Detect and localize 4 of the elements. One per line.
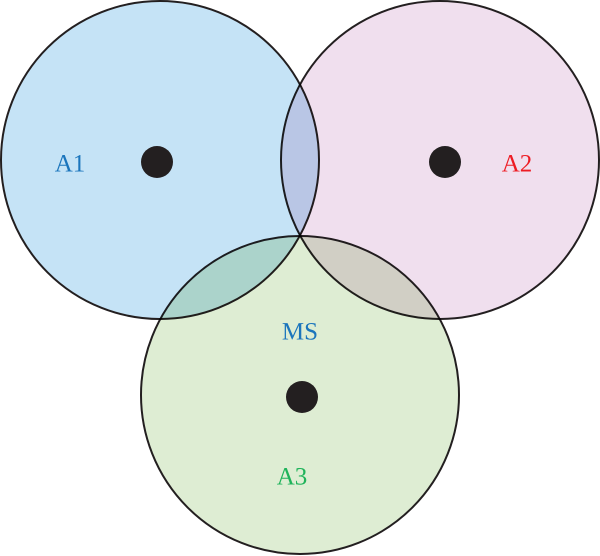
circle-label: A1 (54, 152, 86, 176)
circle-label: A2 (502, 152, 532, 176)
circle-label: A3 (276, 464, 308, 490)
region-label: MS (282, 320, 318, 344)
